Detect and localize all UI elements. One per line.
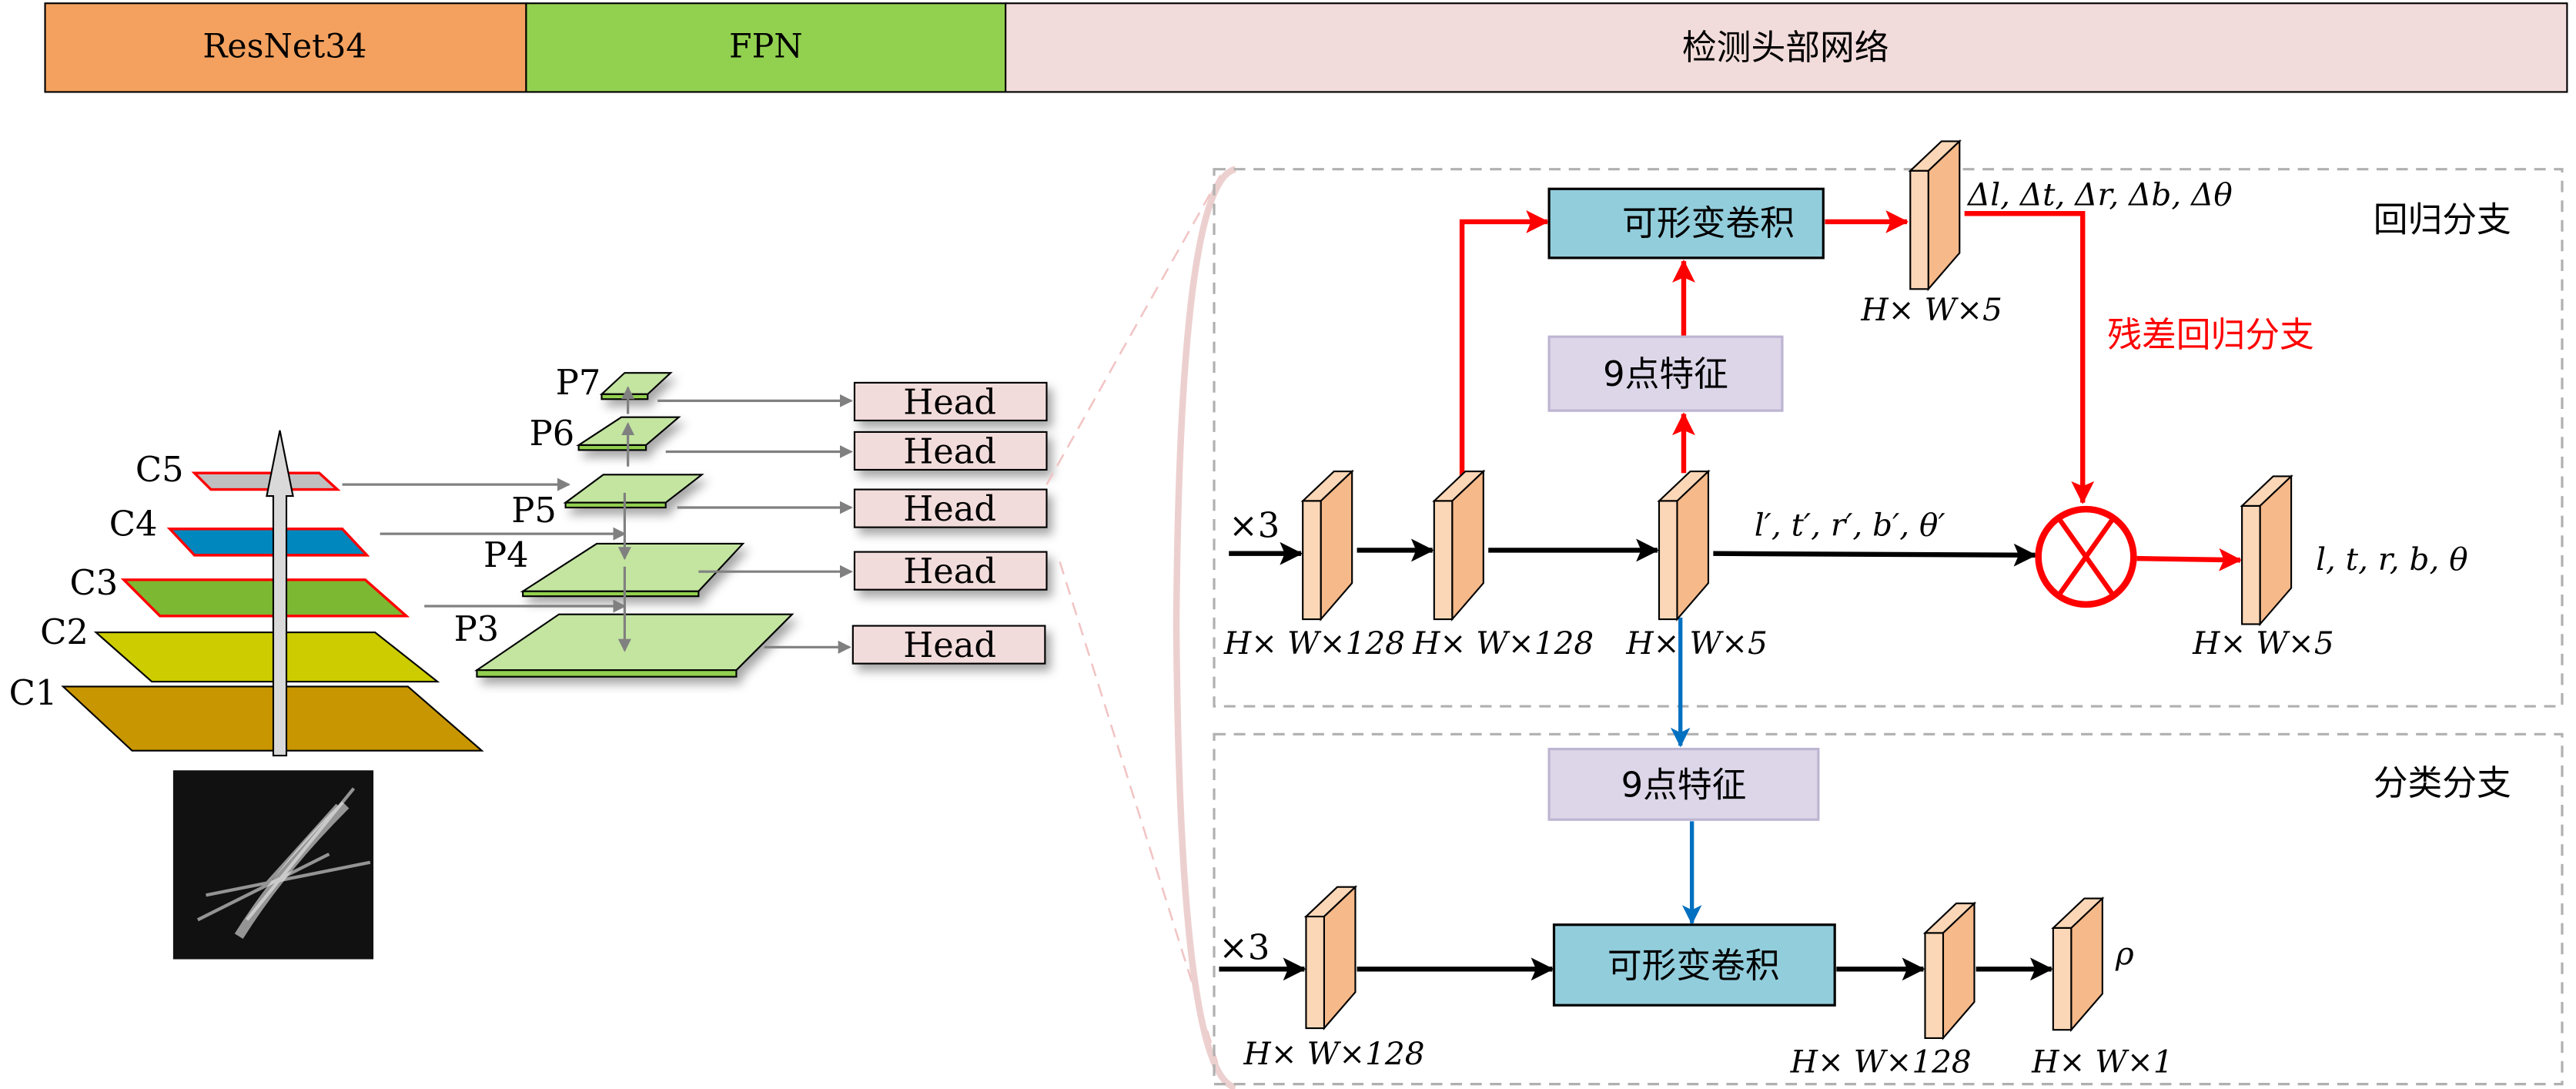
zoom-bracket (1045, 166, 1237, 1089)
delta-offsets-label: Δl, Δt, Δr, Δb, Δθ (1966, 176, 2233, 213)
deformable-conv-box (1552, 923, 1836, 1007)
layer-c4 (166, 528, 370, 557)
nine-point-feature-box (1547, 747, 1820, 821)
feature-map-blocks (1300, 139, 2293, 1040)
label-p5: P5 (511, 490, 557, 531)
deformable-conv-box (1547, 187, 1825, 260)
upward-arrow-icon (266, 430, 294, 757)
layer-p7 (599, 372, 673, 395)
dim-label: H× W×5 (1860, 291, 2002, 328)
header-segment-fpn (525, 2, 1007, 93)
label-c5: C5 (135, 449, 184, 490)
classification-branch-frame (1213, 732, 2564, 1086)
label-c1: C1 (9, 672, 58, 713)
score-label: ρ (2115, 935, 2134, 972)
dim-label: H× W×5 (1625, 625, 1768, 662)
header-segment-detection-head (1005, 2, 2568, 93)
nine-point-feature-label: 9点特征 (1603, 354, 1728, 394)
feature-map-block (1300, 469, 1354, 622)
dim-label: H× W×1 (2031, 1044, 2173, 1081)
head-p3: Head (851, 625, 1046, 665)
head-label: Head (903, 551, 996, 591)
label-p3: P3 (454, 608, 500, 649)
repeat-label: ×3 (1229, 504, 1280, 545)
regression-branch-frame (1213, 168, 2564, 708)
nine-point-feature-box (1547, 335, 1784, 412)
header-label-resnet34: ResNet34 (202, 28, 366, 66)
classification-branch: 9点特征 可形变卷积 ×3 H× W×128 H× W×128 H× W×1 ρ (1219, 617, 2173, 1081)
multiply-circle-icon (2035, 505, 2137, 608)
final-box-label: l, t, r, b, θ (2316, 541, 2468, 578)
deformable-conv-label: 可形变卷积 (1607, 945, 1780, 986)
feature-map-block (1432, 469, 1486, 622)
header-bar: ResNet34 FPN 检测头部网络 (44, 2, 2568, 93)
head-p4: Head (853, 551, 1048, 591)
regression-branch: 可形变卷积 9点特征 ×3 H× W×128 H× W×128 H× W×5 H… (1223, 176, 2468, 662)
header-label-fpn: FPN (729, 28, 803, 66)
layer-c3 (120, 578, 410, 618)
header-label-detection-head: 检测头部网络 (1682, 27, 1889, 68)
header-segment-resnet34 (44, 2, 527, 93)
head-label: Head (903, 431, 996, 471)
dim-label: H× W×5 (2192, 625, 2334, 662)
head-p5: Head (853, 488, 1048, 529)
label-c2: C2 (40, 612, 89, 652)
feature-map-block (2051, 896, 2105, 1033)
head-label: Head (903, 381, 996, 422)
feature-map-block (1657, 469, 1711, 622)
head-label: Head (903, 488, 996, 529)
deformable-conv-label: 可形变卷积 (1622, 203, 1795, 243)
fpn-connections (342, 386, 853, 654)
dim-label: H× W×128 (1790, 1044, 1972, 1081)
feature-map-block (1908, 139, 1962, 292)
coarse-box-label: l′, t′, r′, b′, θ′ (1755, 506, 1945, 543)
dim-label: H× W×128 (1243, 1035, 1424, 1072)
residual-branch-label: 残差回归分支 (2107, 314, 2314, 355)
regression-branch-title: 回归分支 (2374, 199, 2511, 240)
label-c3: C3 (70, 562, 119, 603)
head-p6: Head (853, 431, 1048, 471)
feature-map-block (2240, 474, 2293, 627)
layer-c5 (191, 471, 341, 491)
label-p4: P4 (483, 534, 529, 575)
detection-heads: Head Head Head Head Head (851, 381, 1048, 665)
backbone-pyramid: C1 C2 C3 C4 C5 (9, 430, 484, 960)
fpn-pyramid: P3 P4 P5 P6 P7 (342, 362, 853, 678)
feature-map-block (1922, 901, 1977, 1040)
label-c4: C4 (109, 503, 158, 544)
layer-p5 (563, 474, 704, 504)
repeat-label: ×3 (1219, 927, 1270, 968)
layer-p4 (520, 542, 745, 592)
classification-branch-title: 分类分支 (2374, 762, 2511, 803)
label-p7: P7 (556, 362, 601, 403)
label-p6: P6 (530, 413, 575, 454)
dim-label: H× W×128 (1223, 625, 1405, 662)
dim-label: H× W×128 (1412, 625, 1594, 662)
layer-c2 (93, 632, 440, 683)
nine-point-feature-label: 9点特征 (1621, 764, 1747, 805)
sar-input-image (172, 770, 374, 960)
head-p7: Head (853, 381, 1048, 422)
layer-p3 (473, 613, 795, 672)
head-label: Head (903, 625, 996, 665)
feature-map-block (1303, 885, 1358, 1030)
